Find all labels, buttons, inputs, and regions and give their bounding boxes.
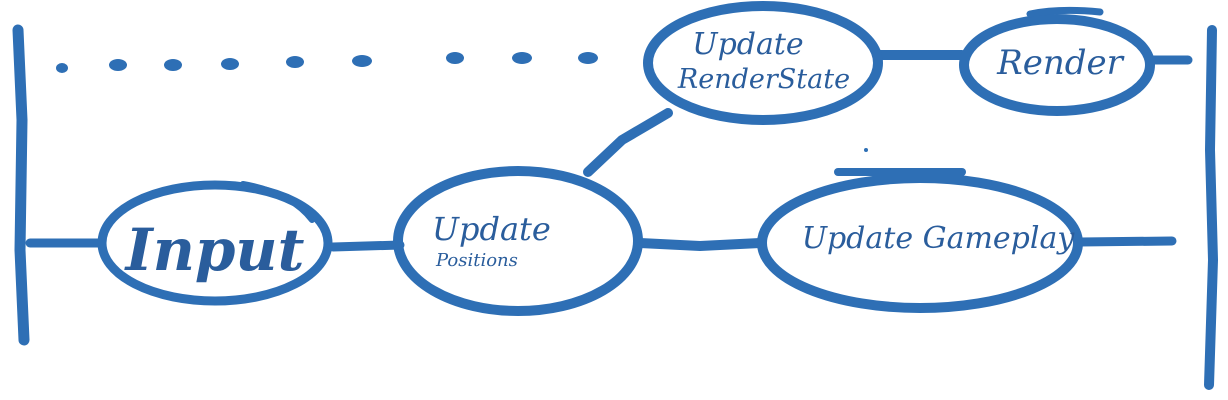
track-dot [352,55,372,67]
render-node-outline [959,14,1155,116]
input-node-outline [97,180,333,306]
update-gameplay-node-outline [757,173,1083,313]
track-dot [578,52,598,64]
track-dot [164,59,182,71]
input-node: Input [97,180,333,306]
connector-update-positions-to-update-render-state [583,108,673,177]
right-boundary-bar [1204,25,1218,390]
update-gameplay-node-label: Update Gameplay [802,221,1076,256]
render-track-dotted-line [56,52,598,73]
connector-update-gameplay-to-end [1075,236,1177,247]
render-node-overstroke [1026,6,1104,18]
input-node-label: Input [124,216,305,284]
connector-update-positions-to-update-gameplay [635,238,765,251]
input-node-overstroke [240,181,315,223]
left-boundary-bar [12,24,30,346]
update-positions-line2: Positions [435,250,518,271]
ink-speck [864,148,868,152]
update-gameplay-node: Update Gameplay [757,168,1083,313]
track-dot [221,58,239,70]
update-render-state-line2: RenderState [677,64,850,95]
update-render-state-node: Update RenderState [643,1,883,125]
update-positions-node-outline [393,166,643,316]
connector-input-to-update-positions [328,240,405,252]
track-dot [512,52,532,64]
render-node-label: Render [996,43,1125,83]
update-render-state-node-outline [643,1,883,125]
ink-speck [843,169,849,175]
update-positions-line1: Update [432,210,551,248]
track-dot [56,63,68,73]
track-dot [109,59,127,71]
track-dot [286,56,304,68]
update-positions-node: Update Positions [393,166,643,316]
render-node: Render [959,6,1155,116]
track-dot [446,52,464,64]
update-render-state-line1: Update [692,27,803,62]
